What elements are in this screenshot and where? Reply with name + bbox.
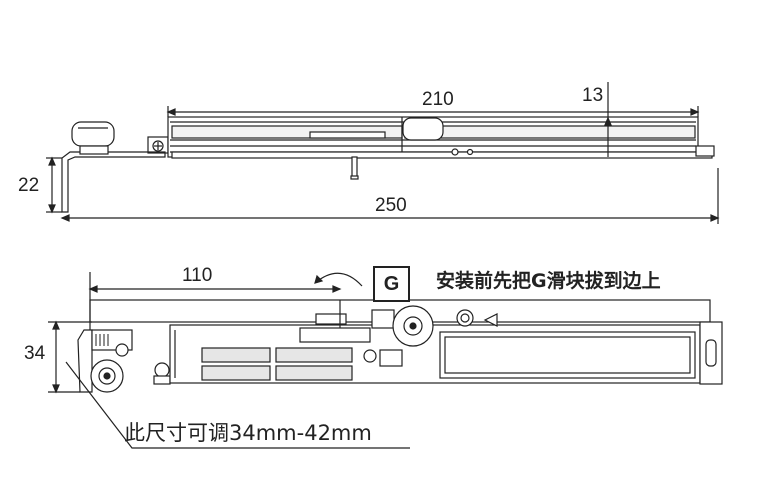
g-slider-label: G bbox=[373, 266, 410, 302]
slider-instruction-note: 安装前先把G滑块拔到边上 bbox=[436, 270, 661, 292]
dimension-110-label: 110 bbox=[182, 265, 213, 286]
dimension-250-label: 250 bbox=[375, 195, 407, 216]
dimension-13-label: 13 bbox=[582, 85, 604, 106]
bottom-view-drawing bbox=[48, 272, 723, 449]
dimension-22-label: 22 bbox=[18, 175, 40, 196]
adjustable-range-note: 此尺寸可调34mm-42mm bbox=[124, 421, 372, 445]
dimension-210-label: 210 bbox=[422, 89, 454, 110]
dimension-34-label: 34 bbox=[24, 343, 46, 364]
top-view-drawing bbox=[46, 82, 720, 224]
